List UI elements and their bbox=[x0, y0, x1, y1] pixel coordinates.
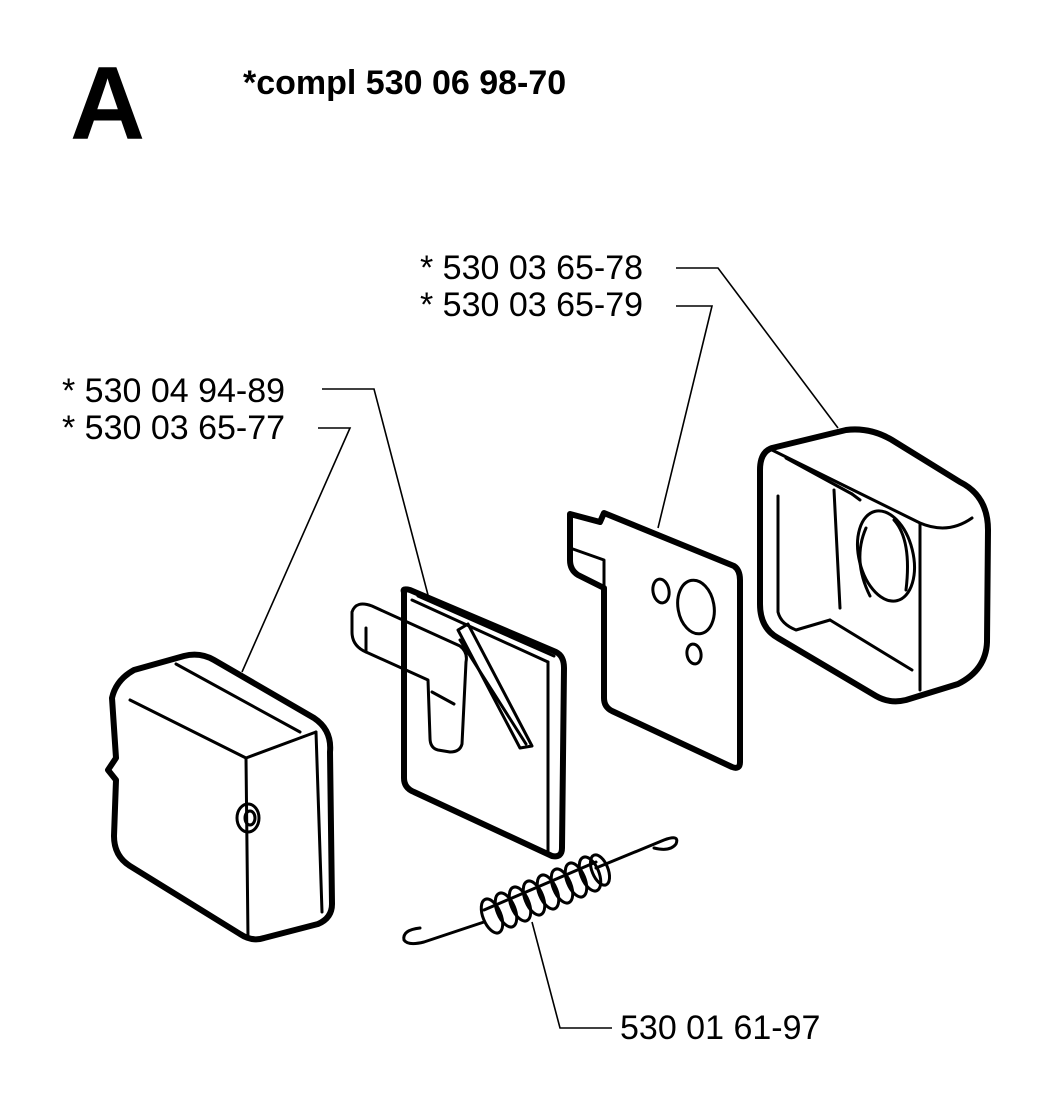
filter-element-part[interactable] bbox=[350, 586, 567, 860]
leader-cover-outer bbox=[676, 267, 839, 429]
part-label-spring[interactable]: 530 01 61-97 bbox=[620, 1009, 821, 1047]
part-label-filter-cover[interactable]: * 530 03 65-77 bbox=[62, 409, 286, 447]
leader-filter-element bbox=[322, 388, 429, 596]
section-letter: A bbox=[70, 46, 146, 162]
leader-cover-gasket bbox=[657, 305, 714, 529]
cover-outer-part[interactable] bbox=[757, 426, 991, 705]
part-label-cover-outer[interactable]: * 530 03 65-78 bbox=[420, 249, 644, 287]
assembly-part-number: *compl 530 06 98-70 bbox=[243, 64, 567, 102]
cover-gasket-part[interactable] bbox=[567, 510, 743, 771]
part-label-cover-gasket[interactable]: * 530 03 65-79 bbox=[420, 286, 644, 324]
spring-part[interactable] bbox=[402, 836, 679, 946]
filter-cover-part[interactable] bbox=[105, 651, 335, 943]
leader-filter-cover bbox=[241, 427, 352, 673]
leader-lines bbox=[241, 267, 839, 1029]
part-label-filter-element[interactable]: * 530 04 94-89 bbox=[62, 372, 286, 410]
leader-spring bbox=[531, 921, 612, 1029]
